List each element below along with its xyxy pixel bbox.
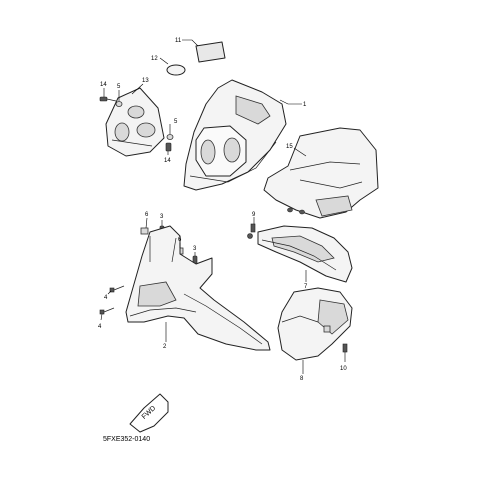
callout-8: 8 — [300, 376, 304, 382]
callout-2: 2 — [163, 344, 167, 350]
callout-6-left: 6 — [145, 212, 149, 218]
screw-10 — [342, 343, 348, 353]
part-1-front-cover — [183, 79, 287, 191]
callout-3-left: 3 — [160, 214, 164, 220]
callout-3-right: 3 — [193, 246, 197, 252]
screw-4-lower — [99, 307, 115, 315]
callout-12: 12 — [151, 56, 158, 62]
callout-15: 15 — [286, 144, 293, 150]
part-11-label — [195, 41, 226, 63]
callout-4-lower: 4 — [98, 324, 102, 330]
part-8-lid — [277, 287, 353, 361]
screw-4-upper — [109, 285, 125, 293]
part-13-bracket — [105, 87, 165, 157]
callout-9: 9 — [252, 212, 256, 218]
callout-14-upper: 14 — [100, 82, 107, 88]
callout-6-right: 6 — [178, 237, 182, 243]
washer-5-lower — [166, 134, 174, 140]
fwd-arrow-icon: FWD — [129, 393, 169, 433]
callout-13: 13 — [142, 78, 149, 84]
part-15-inner-cover — [263, 127, 379, 219]
nut-6-left — [140, 227, 149, 235]
leader-lines — [100, 39, 346, 374]
callout-7: 7 — [304, 284, 308, 290]
callout-10: 10 — [340, 366, 347, 372]
callout-5-lower: 5 — [174, 119, 178, 125]
part-2-lower-front-cover — [125, 225, 271, 351]
callout-11: 11 — [175, 38, 182, 44]
callout-5-upper: 5 — [117, 84, 121, 90]
diagram-code: 5FXE352-0140 — [103, 436, 150, 443]
callout-14-lower: 14 — [164, 158, 171, 164]
screw-14-upper — [99, 96, 117, 102]
callout-4-upper: 4 — [104, 295, 108, 301]
callout-numbers: 11 12 14 5 13 1 5 14 15 6 3 6 3 9 4 4 2 … — [98, 38, 347, 382]
screw-14-lower — [165, 142, 172, 152]
callout-1: 1 — [303, 102, 307, 108]
washer-5-upper — [115, 101, 123, 107]
screw-9 — [250, 223, 256, 233]
part-12-emblem — [166, 64, 186, 76]
part-7-cover-assembly — [247, 225, 353, 283]
